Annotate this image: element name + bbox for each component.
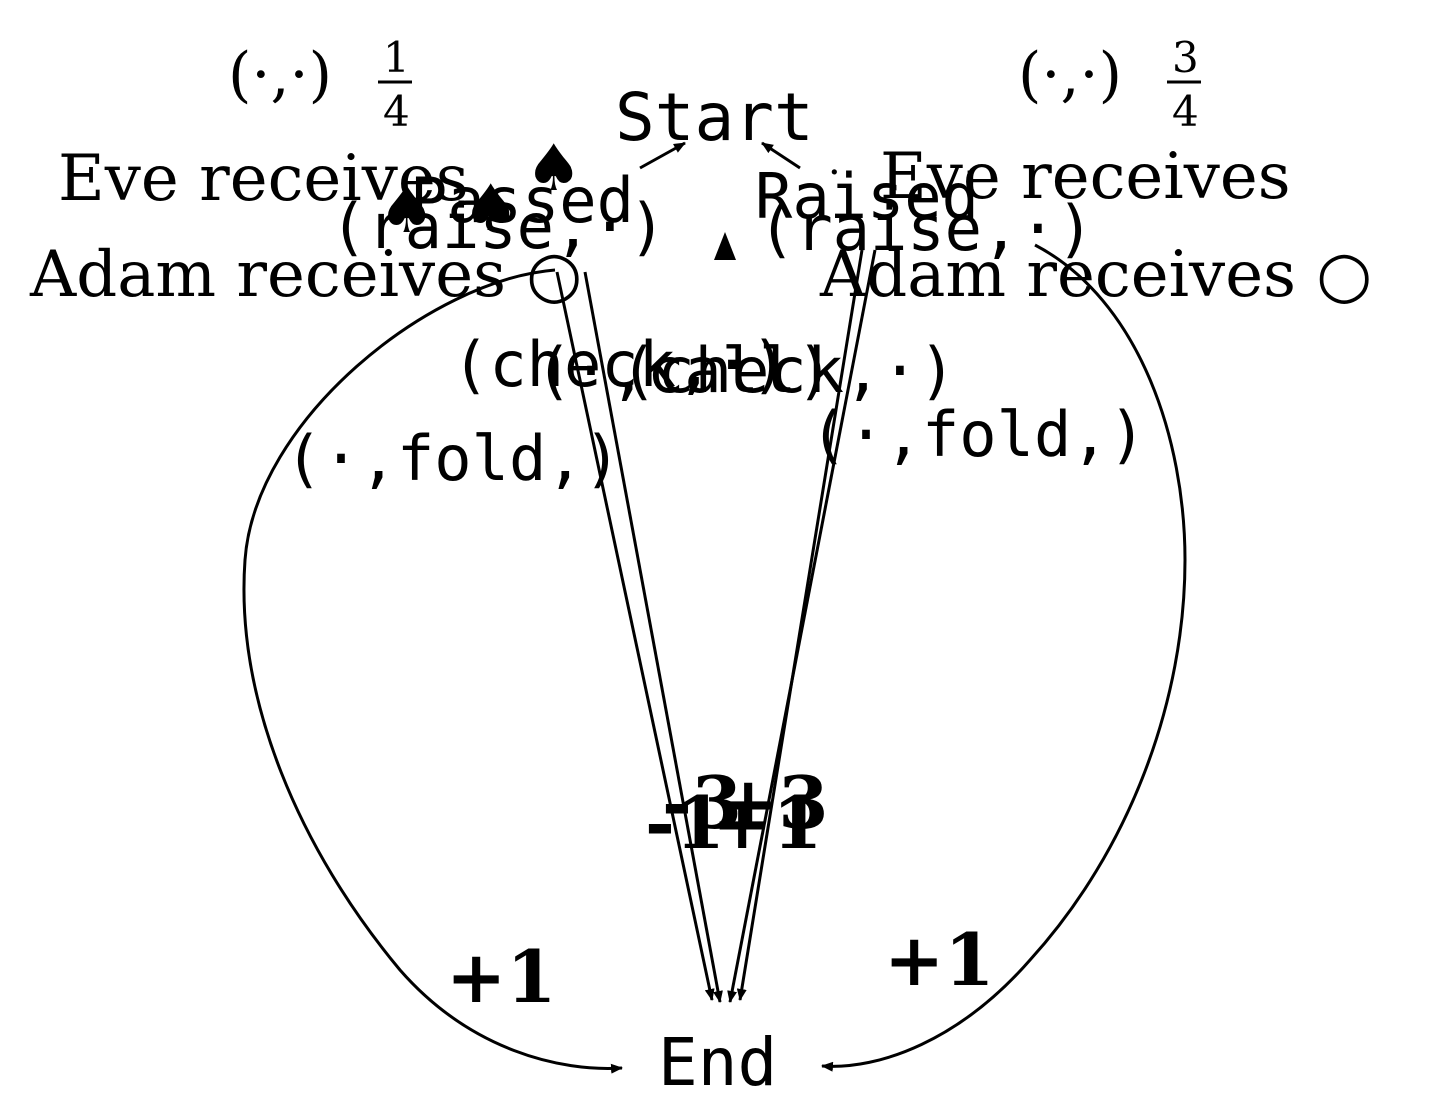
edge-left-2 bbox=[583, 271, 723, 1003]
edge-start-raised bbox=[761, 141, 801, 170]
payoff-plus-3: +3 bbox=[718, 760, 828, 845]
payoff-plus-1: +1 bbox=[712, 780, 822, 865]
dot-marker: · bbox=[828, 150, 841, 196]
spade-icon: ♠ bbox=[525, 132, 582, 206]
small-spade-icon bbox=[714, 232, 736, 260]
edge-left-fold-loop bbox=[242, 268, 623, 1074]
payoff-minus-3: -3 bbox=[662, 760, 742, 845]
call-label: (·,call) bbox=[535, 334, 834, 407]
prob-right-prefix: (·,·) bbox=[1018, 40, 1122, 110]
prob-left-den: 4 bbox=[383, 87, 410, 136]
start-node: Start bbox=[615, 79, 814, 156]
adam-receives-left: Adam receives ○ bbox=[29, 238, 582, 312]
eve-receives-left: Eve receives bbox=[58, 142, 469, 216]
raise-label-left: (raise,·) bbox=[330, 190, 666, 263]
spade-icon: ♠ bbox=[378, 174, 435, 248]
passed-node: Passed bbox=[410, 164, 634, 237]
edge-start-passed bbox=[639, 141, 686, 170]
raise-label-right: (raise,·) bbox=[758, 192, 1094, 265]
prob-left-prefix: (·,·) bbox=[228, 40, 332, 110]
edge-right-fold-loop bbox=[821, 243, 1187, 1072]
chance-right: (·,·) 3 4 Eve receives Adam receives ○ bbox=[819, 33, 1372, 312]
prob-right-num: 3 bbox=[1172, 33, 1199, 82]
edge-left-1 bbox=[555, 271, 715, 1001]
fold-label-right: (·,fold,) bbox=[810, 398, 1146, 471]
adam-receives-right: Adam receives ○ bbox=[819, 238, 1372, 312]
nodes: Start Passed Raised End bbox=[410, 79, 979, 1101]
end-node: End bbox=[658, 1024, 777, 1101]
fold-label-left: (·,fold,) bbox=[285, 422, 621, 495]
payoff-right-fold: +1 bbox=[884, 917, 994, 1002]
check-label-left: (check,·) bbox=[452, 328, 788, 401]
edges bbox=[242, 141, 1187, 1074]
check-label-right: (check,·) bbox=[620, 334, 956, 407]
payoff-minus-1: -1 bbox=[645, 780, 725, 865]
spade-icon: ♠ bbox=[462, 172, 519, 246]
chance-left: (·,·) 1 4 Eve receives Adam receives ○ bbox=[29, 33, 582, 312]
payoffs: +1 +1 -1 +1 -3 +3 bbox=[446, 760, 994, 1019]
payoff-left-fold: +1 bbox=[446, 934, 556, 1019]
raised-node: Raised bbox=[755, 160, 979, 233]
prob-right-den: 4 bbox=[1172, 87, 1199, 136]
edge-right-2 bbox=[736, 249, 864, 1001]
spades: ♠ ♠ ♠ · bbox=[378, 132, 841, 260]
action-labels: (raise,·) (raise,·) (check,·) (·,call) (… bbox=[285, 190, 1146, 495]
edge-right-1 bbox=[727, 249, 877, 1003]
prob-left-num: 1 bbox=[383, 33, 410, 82]
eve-receives-right: Eve receives bbox=[880, 140, 1291, 214]
